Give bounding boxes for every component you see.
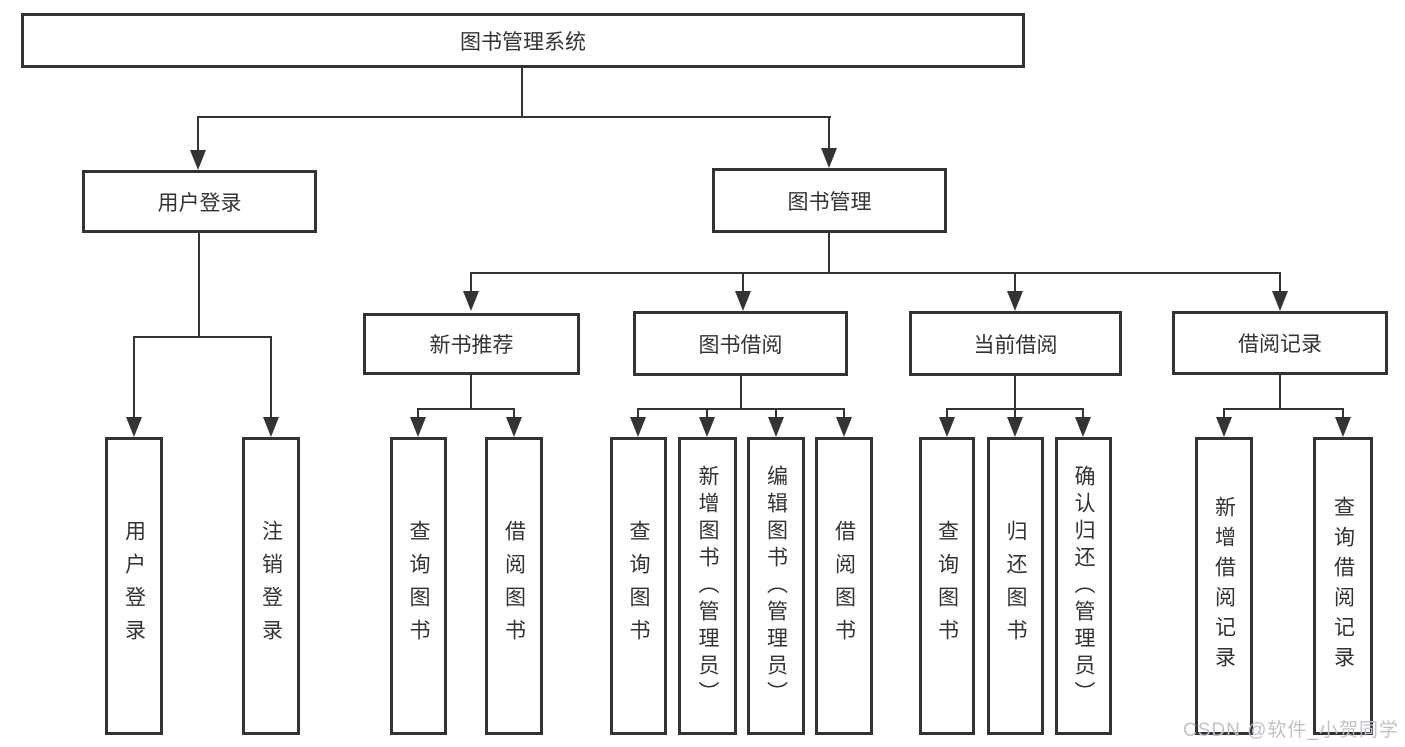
- connector-line: [946, 409, 948, 418]
- leaf-label: 查询图书: [627, 520, 650, 652]
- leaf-recommend-query-book: 查询图书: [390, 437, 447, 735]
- leaf-label: 借阅图书: [832, 520, 856, 652]
- connector-line: [637, 408, 845, 410]
- connector-line: [1014, 273, 1016, 293]
- arrowhead-down: [630, 417, 646, 437]
- connector-line: [742, 273, 744, 293]
- connector-line: [197, 116, 831, 118]
- connector-line: [706, 409, 708, 418]
- arrowhead-down: [463, 291, 479, 311]
- arrowhead-down: [836, 417, 852, 437]
- node-label: 新书推荐: [429, 334, 514, 357]
- node-label: 图书管理: [787, 190, 872, 214]
- leaf-label: 编辑图书（管理员）: [764, 464, 788, 708]
- connector-line: [1342, 409, 1344, 418]
- leaf-add-book-admin: 新增图书（管理员）: [678, 437, 737, 735]
- connector-line: [198, 233, 200, 337]
- leaf-borrow-query-book: 查询图书: [610, 437, 667, 735]
- connector-line: [513, 409, 515, 418]
- arrowhead-down: [768, 417, 784, 437]
- connector-line: [521, 68, 523, 117]
- leaf-label: 归还图书: [1004, 520, 1027, 652]
- node-library-management-system: 图书管理系统: [21, 13, 1025, 68]
- connector-line: [197, 117, 199, 150]
- node-label: 用户登录: [157, 191, 242, 215]
- arrowhead-down: [506, 417, 522, 437]
- leaf-label: 查询借阅记录: [1331, 496, 1355, 676]
- watermark-text: CSDN @软件_小贺同学: [1183, 720, 1399, 741]
- leaf-current-query-book: 查询图书: [919, 437, 975, 735]
- leaf-label: 用户登录: [122, 520, 146, 652]
- arrowhead-down: [1272, 291, 1288, 311]
- arrowhead-down: [735, 291, 751, 311]
- connector-line: [1223, 408, 1344, 410]
- connector-line: [1279, 273, 1281, 293]
- node-user-login: 用户登录: [82, 170, 317, 233]
- arrowhead-down: [699, 417, 715, 437]
- node-label: 图书管理系统: [460, 30, 586, 54]
- leaf-add-borrow-record: 新增借阅记录: [1195, 437, 1253, 735]
- leaf-borrow-book: 借阅图书: [815, 437, 873, 735]
- arrowhead-down: [410, 417, 426, 437]
- node-new-book-recommend: 新书推荐: [363, 313, 580, 375]
- connector-line: [775, 409, 777, 418]
- leaf-label: 查询图书: [407, 520, 430, 652]
- leaf-label: 借阅图书: [502, 520, 526, 652]
- connector-line: [1279, 375, 1281, 409]
- node-book-management: 图书管理: [712, 168, 947, 233]
- connector-line: [843, 409, 845, 418]
- connector-line: [740, 376, 742, 409]
- connector-line: [470, 273, 472, 293]
- connector-line: [1223, 409, 1225, 418]
- arrowhead-down: [1216, 417, 1232, 437]
- arrowhead-down: [1335, 417, 1351, 437]
- node-label: 图书借阅: [698, 333, 783, 357]
- arrowhead-down: [126, 417, 142, 437]
- connector-line: [417, 409, 419, 418]
- node-borrow-record: 借阅记录: [1172, 311, 1388, 375]
- leaf-confirm-return-admin: 确认归还（管理员）: [1055, 437, 1112, 735]
- leaf-return-book: 归还图书: [987, 437, 1044, 735]
- connector-line: [637, 409, 639, 418]
- connector-line: [1082, 409, 1084, 418]
- leaf-logout: 注销登录: [242, 437, 300, 735]
- node-book-borrow: 图书借阅: [633, 311, 848, 376]
- connector-line: [1014, 376, 1016, 409]
- connector-line: [270, 337, 272, 417]
- connector-line: [133, 337, 135, 417]
- leaf-recommend-borrow-book: 借阅图书: [485, 437, 543, 735]
- arrowhead-down: [1007, 291, 1023, 311]
- arrowhead-down: [939, 417, 955, 437]
- connector-line: [470, 375, 472, 409]
- arrowhead-down: [190, 150, 206, 170]
- connector-line: [470, 272, 1281, 274]
- node-label: 当前借阅: [973, 333, 1058, 357]
- arrowhead-down: [1007, 417, 1023, 437]
- connector-line: [133, 336, 272, 338]
- leaf-label: 注销登录: [259, 520, 283, 652]
- connector-line: [417, 408, 515, 410]
- leaf-edit-book-admin: 编辑图书（管理员）: [747, 437, 805, 735]
- connector-line: [828, 117, 830, 148]
- arrowhead-down: [263, 417, 279, 437]
- leaf-query-borrow-record: 查询借阅记录: [1313, 437, 1373, 735]
- node-current-borrow: 当前借阅: [909, 311, 1122, 376]
- connector-line: [1014, 409, 1016, 418]
- leaf-label: 确认归还（管理员）: [1072, 464, 1095, 708]
- leaf-label: 查询图书: [935, 520, 959, 652]
- arrowhead-down: [821, 148, 837, 168]
- node-label: 借阅记录: [1238, 333, 1322, 356]
- connector-line: [828, 233, 830, 273]
- leaf-user-login: 用户登录: [105, 437, 163, 735]
- leaf-label: 新增借阅记录: [1212, 496, 1236, 676]
- arrowhead-down: [1075, 417, 1091, 437]
- leaf-label: 新增图书（管理员）: [696, 464, 719, 708]
